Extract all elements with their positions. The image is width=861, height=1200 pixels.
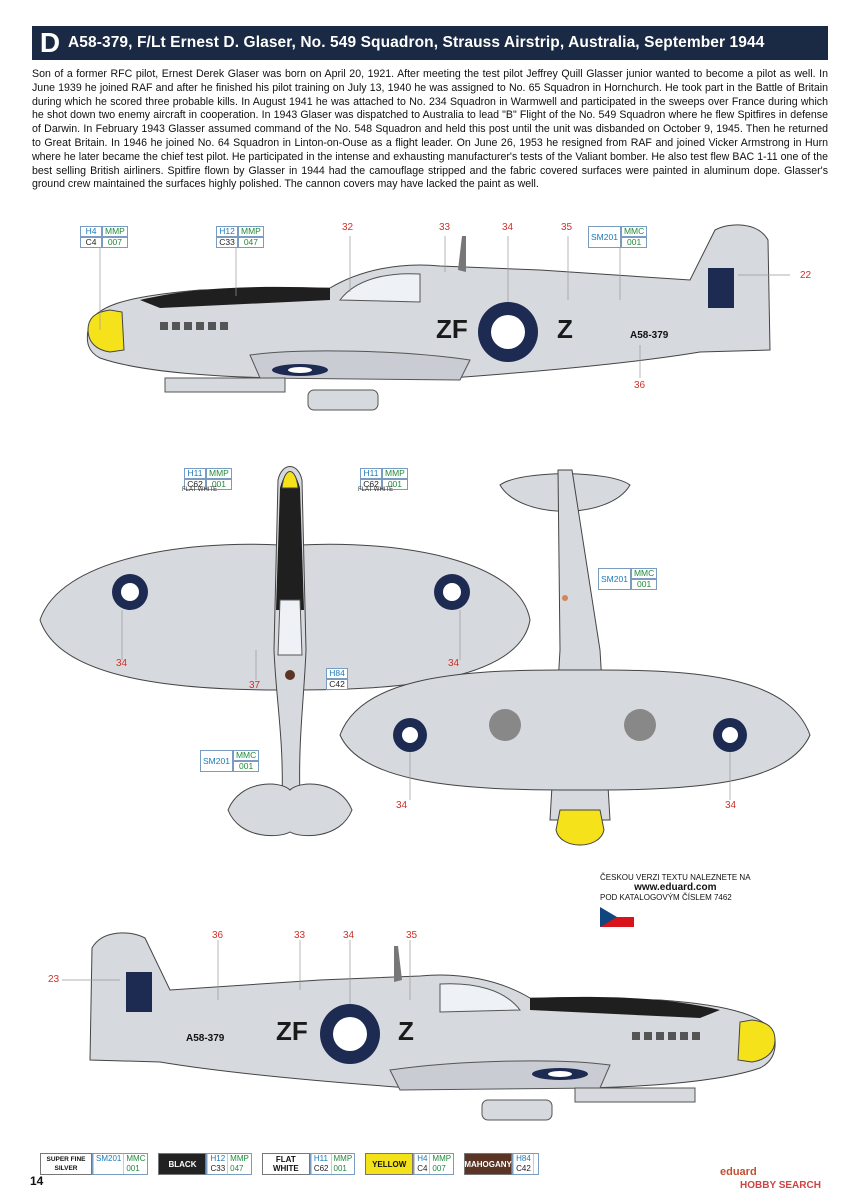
legend-code: C4 <box>414 1164 429 1174</box>
marking-number-34-top-left: 34 <box>116 658 128 669</box>
profile-title: A58-379, F/Lt Ernest D. Glaser, No. 549 … <box>68 34 765 51</box>
callout-top-left: H11 C62 MMP 001 <box>184 468 232 490</box>
legend-swatch: FLAT WHITE <box>261 1153 310 1175</box>
left-side-profile <box>86 224 771 411</box>
marking-number-34-top-right: 34 <box>448 658 460 669</box>
marking-number-36: 36 <box>634 380 646 391</box>
pilot-biography: Son of a former RFC pilot, Ernest Derek … <box>32 68 828 191</box>
profile-header: D A58-379, F/Lt Ernest D. Glaser, No. 54… <box>32 26 828 60</box>
legend-code <box>532 1154 538 1164</box>
callout-panel: H12 C33 MMP 047 <box>216 226 264 248</box>
callout-fin: SM201 MMC 001 <box>588 226 648 248</box>
legend-code: 001 <box>123 1164 147 1174</box>
callout-spinner: H4 C4 MMP 007 <box>80 226 128 248</box>
marking-number-33: 33 <box>439 222 451 233</box>
marking-number-37: 37 <box>249 680 261 691</box>
legend-swatch: MAHOGANY <box>464 1153 513 1175</box>
legend-swatch: BLACK <box>158 1153 207 1175</box>
czech-flag-icon <box>600 907 634 927</box>
code-letter-right: Z <box>557 314 573 344</box>
code-letter-lower-right: Z <box>398 1016 414 1046</box>
legend-code: MMC <box>123 1154 147 1164</box>
marking-number-34: 34 <box>502 222 514 233</box>
marking-number-36-lower: 36 <box>212 930 224 941</box>
legend-swatch: YELLOW <box>365 1153 414 1175</box>
marking-number-32: 32 <box>342 222 354 233</box>
marking-number-35-lower: 35 <box>406 930 418 941</box>
flat-white-note-left: FLAT WHITE <box>182 487 218 493</box>
brand-logo: eduard <box>720 1166 757 1178</box>
marking-number-34-lower: 34 <box>343 930 355 941</box>
legend-code: 007 <box>429 1164 453 1174</box>
profile-letter: D <box>39 27 61 58</box>
czech-version-note: ČESKOU VERZI TEXTU NALEZNETE NA www.edua… <box>600 873 751 927</box>
serial-number-lower: A58-379 <box>186 1033 225 1044</box>
code-letters-left: ZF <box>436 314 468 344</box>
legend-code: H4 <box>414 1154 429 1164</box>
legend-code: SM201 <box>93 1154 123 1164</box>
callout-mahogany: H84 C42 <box>326 668 348 690</box>
serial-number-upper: A58-379 <box>630 330 669 341</box>
legend-code: H84 <box>513 1154 533 1164</box>
marking-number-34-under-right: 34 <box>725 800 737 811</box>
marking-number-34-under-left: 34 <box>396 800 408 811</box>
legend-swatch: SUPER FINE SILVER <box>40 1153 92 1175</box>
page-number: 14 <box>30 1174 44 1188</box>
legend-code: C62 <box>310 1164 331 1174</box>
legend-code: 001 <box>330 1164 355 1174</box>
code-letters-lower: ZF <box>276 1016 308 1046</box>
legend-code: C42 <box>513 1164 533 1174</box>
legend-code: H11 <box>310 1154 331 1164</box>
legend-code <box>532 1164 538 1174</box>
legend-code: H12 <box>207 1154 227 1164</box>
legend-code: 047 <box>227 1164 251 1174</box>
eduard-url[interactable]: www.eduard.com <box>634 882 717 893</box>
flat-white-note-right: FLAT WHITE <box>358 487 394 493</box>
marking-number-23: 23 <box>48 974 60 985</box>
callout-bottom-left: SM201 MMC 001 <box>200 750 260 772</box>
legend-code: MMP <box>429 1154 453 1164</box>
right-side-profile <box>89 932 776 1121</box>
callout-top-right: H11 C62 MMP 001 <box>360 468 408 490</box>
legend-code <box>93 1164 123 1174</box>
top-view <box>39 466 531 837</box>
marking-number-33-lower: 33 <box>294 930 306 941</box>
legend-code: MMP <box>227 1154 251 1164</box>
callout-under: SM201 MMC 001 <box>598 568 658 590</box>
legend-code: MMP <box>330 1154 355 1164</box>
legend-code: C33 <box>207 1164 227 1174</box>
watermark: HOBBY SEARCH <box>740 1180 821 1191</box>
marking-number-22: 22 <box>800 270 812 281</box>
marking-number-35: 35 <box>561 222 573 233</box>
under-view <box>339 469 811 846</box>
